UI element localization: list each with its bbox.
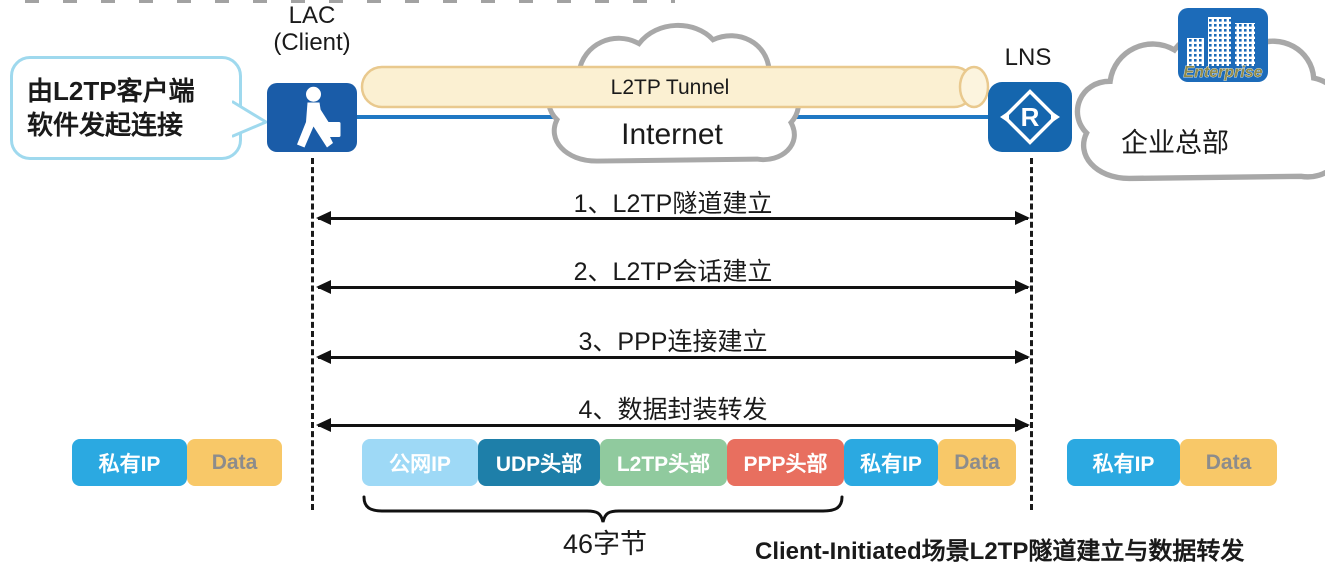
step4-arrow <box>316 418 1030 432</box>
packet-segment-udp-header: UDP头部 <box>478 439 600 486</box>
tunnel-label: L2TP Tunnel <box>610 76 730 99</box>
step4-label: 4、数据封装转发 <box>578 396 768 424</box>
lac-client-label: (Client) <box>273 29 351 56</box>
l2tp-tunnel-cylinder <box>360 64 996 110</box>
lac-label: LAC <box>288 2 336 29</box>
packet-segment-data: Data <box>1180 439 1277 486</box>
arrowhead-left-icon <box>316 350 331 364</box>
arrowhead-right-icon <box>1015 280 1030 294</box>
step3-arrow <box>316 350 1030 364</box>
lns-router-icon: R <box>988 82 1072 152</box>
packet-lac-side: 私有IP Data <box>72 439 282 486</box>
callout-bubble: 由L2TP客户端 软件发起连接 <box>10 56 242 160</box>
callout-line2: 软件发起连接 <box>27 110 184 140</box>
packet-encapsulated: 公网IP UDP头部 L2TP头部 PPP头部 私有IP Data <box>362 439 1016 486</box>
enterprise-icon-label: Enterprise <box>1183 64 1262 81</box>
packet-segment-data: Data <box>187 439 282 486</box>
router-letter: R <box>1021 102 1040 132</box>
step1-arrow <box>316 211 1030 225</box>
callout-tail <box>232 100 270 138</box>
packet-segment-data: Data <box>938 439 1016 486</box>
lns-label: LNS <box>1004 44 1052 71</box>
packet-segment-private-ip: 私有IP <box>844 439 938 486</box>
arrowhead-left-icon <box>316 418 331 432</box>
step2-label: 2、L2TP会话建立 <box>573 258 773 286</box>
arrowhead-right-icon <box>1015 350 1030 364</box>
step2-arrow <box>316 280 1030 294</box>
internet-label: Internet <box>621 118 723 151</box>
enterprise-building-icon: Enterprise <box>1178 8 1268 82</box>
step3-label: 3、PPP连接建立 <box>578 328 768 356</box>
packet-segment-private-ip: 私有IP <box>1067 439 1180 486</box>
enterprise-hq-label: 企业总部 <box>1121 128 1229 158</box>
packet-segment-l2tp-header: L2TP头部 <box>600 439 727 486</box>
lac-client-person-icon <box>267 83 357 152</box>
byte-count-label: 46字节 <box>562 529 648 559</box>
byte-count-brace <box>362 495 844 523</box>
arrowhead-right-icon <box>1015 418 1030 432</box>
arrowhead-right-icon <box>1015 211 1030 225</box>
packet-segment-ppp-header: PPP头部 <box>727 439 844 486</box>
diagram-caption: Client-Initiated场景L2TP隧道建立与数据转发 <box>755 538 1245 565</box>
lns-lifeline <box>1030 158 1033 510</box>
step1-label: 1、L2TP隧道建立 <box>573 190 773 218</box>
lac-lifeline <box>311 158 314 510</box>
packet-segment-private-ip: 私有IP <box>72 439 187 486</box>
callout-line1: 由L2TP客户端 <box>27 76 195 106</box>
packet-lns-side: 私有IP Data <box>1067 439 1277 486</box>
arrowhead-left-icon <box>316 280 331 294</box>
arrowhead-left-icon <box>316 211 331 225</box>
packet-segment-public-ip: 公网IP <box>362 439 478 486</box>
cropped-text-remnant <box>25 0 675 3</box>
